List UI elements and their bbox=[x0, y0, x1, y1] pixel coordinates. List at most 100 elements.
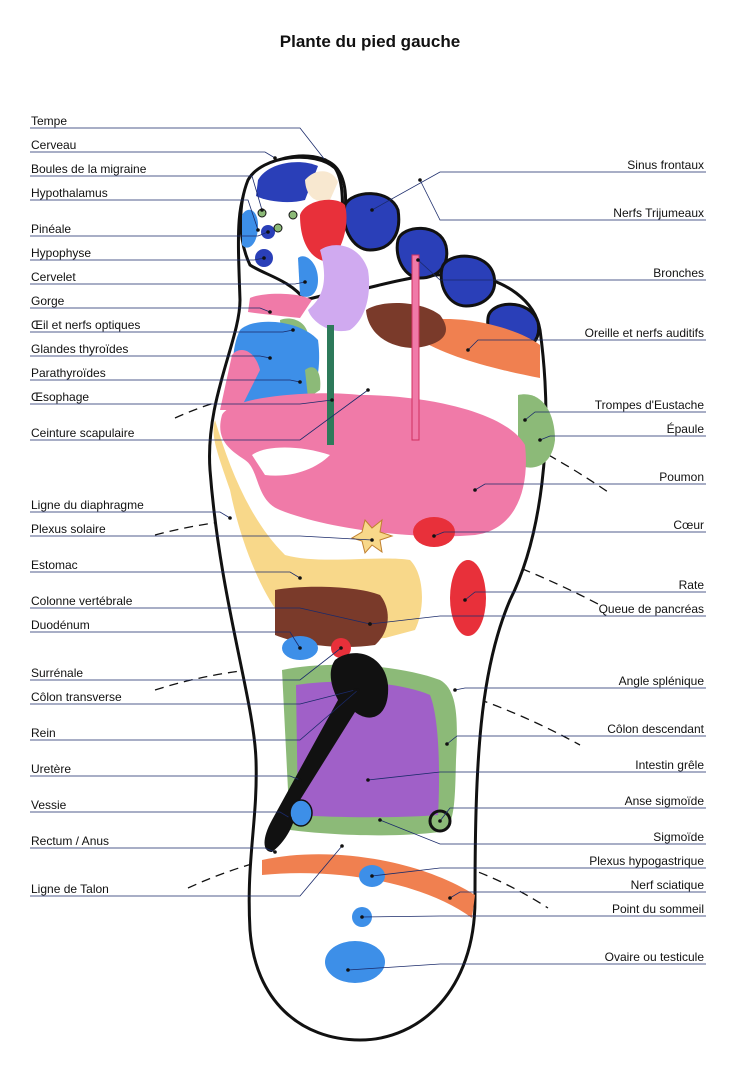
leader-right-13 bbox=[439, 807, 706, 822]
leader-dot-right-10 bbox=[453, 688, 457, 692]
label-right-0: Sinus frontaux bbox=[627, 158, 704, 172]
label-left-17: Duodénum bbox=[31, 618, 90, 632]
leader-left-6 bbox=[30, 281, 306, 285]
toe-3 bbox=[395, 226, 449, 280]
leader-dot-right-4 bbox=[523, 418, 527, 422]
leader-dot-right-15 bbox=[370, 874, 374, 878]
label-left-4: Pinéale bbox=[31, 222, 71, 236]
label-right-10: Angle splénique bbox=[619, 674, 705, 688]
leader-left-5 bbox=[30, 257, 265, 261]
leader-lines bbox=[30, 127, 706, 972]
esophagus-stem bbox=[327, 325, 334, 445]
leader-dot-left-6 bbox=[303, 280, 307, 284]
leader-dot-left-17 bbox=[298, 646, 302, 650]
label-right-3: Oreille et nerfs auditifs bbox=[585, 326, 704, 340]
leader-right-15 bbox=[371, 867, 706, 877]
label-right-6: Poumon bbox=[659, 470, 704, 484]
leader-right-11 bbox=[446, 735, 706, 745]
label-left-3: Hypothalamus bbox=[31, 186, 108, 200]
diagram-title: Plante du pied gauche bbox=[279, 32, 461, 51]
label-left-15: Estomac bbox=[31, 558, 78, 572]
leader-left-24 bbox=[30, 845, 343, 897]
leader-left-18 bbox=[30, 647, 342, 681]
leader-dot-right-1 bbox=[418, 178, 422, 182]
leader-dot-right-5 bbox=[538, 438, 542, 442]
sciatic-nerve-zone bbox=[262, 854, 475, 918]
leader-dot-left-5 bbox=[262, 256, 266, 260]
label-right-2: Bronches bbox=[653, 266, 704, 280]
leader-left-15 bbox=[30, 571, 301, 579]
thyroid-zone bbox=[233, 321, 320, 408]
leader-dot-right-11 bbox=[445, 742, 449, 746]
leader-dot-right-16 bbox=[448, 896, 452, 900]
abdominal-zones bbox=[213, 420, 486, 660]
leader-left-2 bbox=[30, 175, 263, 211]
label-right-4: Trompes d'Eustache bbox=[595, 398, 705, 412]
bladder-zone bbox=[289, 799, 313, 827]
stems bbox=[327, 254, 420, 445]
label-left-24: Ligne de Talon bbox=[31, 882, 109, 896]
label-left-6: Cervelet bbox=[31, 270, 76, 284]
eustachian-zone bbox=[518, 394, 555, 468]
label-right-7: Cœur bbox=[673, 518, 704, 532]
label-right-9: Queue de pancréas bbox=[599, 602, 704, 616]
toe-4 bbox=[439, 254, 497, 308]
leader-left-1 bbox=[30, 151, 276, 159]
leader-dot-left-15 bbox=[298, 576, 302, 580]
leader-left-23 bbox=[30, 847, 276, 853]
ovary-zone bbox=[325, 941, 385, 983]
leader-right-4 bbox=[524, 411, 706, 421]
label-left-18: Surrénale bbox=[31, 666, 83, 680]
leader-dot-right-9 bbox=[368, 622, 372, 626]
label-left-10: Parathyroïdes bbox=[31, 366, 106, 380]
leader-dot-left-21 bbox=[298, 778, 302, 782]
leader-dot-left-20 bbox=[356, 688, 360, 692]
leader-right-3 bbox=[467, 339, 706, 351]
label-right-14: Sigmoïde bbox=[653, 830, 704, 844]
label-left-19: Côlon transverse bbox=[31, 690, 122, 704]
leader-left-4 bbox=[30, 231, 269, 237]
label-left-11: Œsophage bbox=[31, 390, 89, 404]
leader-right-1 bbox=[419, 179, 706, 221]
leader-right-0 bbox=[371, 171, 706, 211]
label-right-16: Nerf sciatique bbox=[631, 878, 705, 892]
leader-dot-left-9 bbox=[268, 356, 272, 360]
lilac-zone bbox=[308, 245, 370, 332]
leader-dot-right-18 bbox=[346, 968, 350, 972]
leader-dot-left-23 bbox=[273, 850, 277, 854]
label-left-9: Glandes thyroïdes bbox=[31, 342, 128, 356]
chest-zones bbox=[220, 293, 555, 537]
label-left-20: Rein bbox=[31, 726, 56, 740]
spine-zone bbox=[275, 586, 388, 647]
migraine-ball-2 bbox=[288, 210, 298, 220]
cerebellum-zone bbox=[298, 256, 318, 297]
label-right-13: Anse sigmoïde bbox=[625, 794, 705, 808]
leader-dot-right-12 bbox=[366, 778, 370, 782]
leader-left-20 bbox=[30, 689, 359, 741]
leader-dot-left-4 bbox=[266, 230, 270, 234]
leader-dot-left-11 bbox=[330, 398, 334, 402]
label-left-23: Rectum / Anus bbox=[31, 834, 109, 848]
leader-dot-left-0 bbox=[323, 158, 327, 162]
leader-left-21 bbox=[30, 775, 301, 781]
leader-right-18 bbox=[347, 963, 706, 971]
sigmoid-loop bbox=[428, 809, 452, 833]
leader-right-14 bbox=[379, 819, 706, 845]
label-right-15: Plexus hypogastrique bbox=[589, 854, 704, 868]
leader-dot-left-24 bbox=[340, 844, 344, 848]
brain-zone bbox=[256, 162, 318, 203]
label-right-11: Côlon descendant bbox=[607, 722, 704, 736]
heel-zones bbox=[262, 854, 475, 983]
leader-left-12 bbox=[30, 389, 369, 441]
leader-dot-left-3 bbox=[256, 228, 260, 232]
leader-dot-left-10 bbox=[298, 380, 302, 384]
leader-dot-left-22 bbox=[288, 816, 292, 820]
label-right-18: Ovaire ou testicule bbox=[605, 950, 705, 964]
solar-plexus bbox=[350, 518, 394, 555]
label-right-17: Point du sommeil bbox=[612, 902, 704, 916]
leader-dot-left-2 bbox=[260, 208, 264, 212]
label-left-12: Ceinture scapulaire bbox=[31, 426, 135, 440]
leader-right-2 bbox=[417, 259, 706, 281]
leader-dot-right-17 bbox=[360, 915, 364, 919]
